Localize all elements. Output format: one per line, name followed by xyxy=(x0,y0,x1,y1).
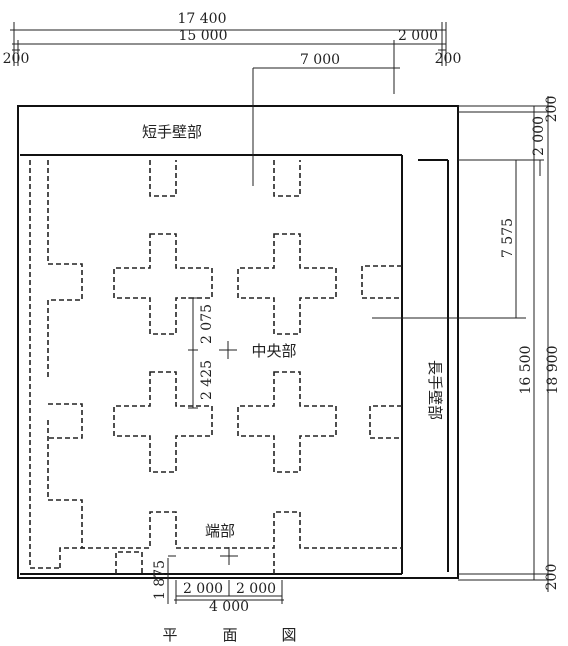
left-dashed-boundary xyxy=(29,160,60,569)
top-stub-2 xyxy=(273,160,301,197)
dim-right-segment: 2 000 xyxy=(398,28,438,44)
dim-overall-height: 18 900 xyxy=(545,346,561,395)
dim-left-wall: 200 xyxy=(3,51,30,67)
dim-bottom-wall-right: 200 xyxy=(544,564,560,591)
label-center: 中央部 xyxy=(251,342,296,360)
left-half-cross-1 xyxy=(48,263,83,301)
label-end: 端部 xyxy=(205,522,235,540)
top-stub-1 xyxy=(149,160,177,197)
cross-2 xyxy=(237,233,337,335)
dim-end-right: 2 000 xyxy=(236,581,276,597)
dim-end-total: 4 000 xyxy=(209,599,249,615)
right-dimension-lines xyxy=(372,96,552,592)
dim-inner-height: 16 500 xyxy=(518,346,534,395)
title-char-2: 面 xyxy=(222,626,237,644)
label-long-wall: 長手壁部 xyxy=(426,360,444,420)
outer-wall xyxy=(17,105,459,579)
dim-overall-width: 17 400 xyxy=(178,11,227,27)
end-marker xyxy=(220,547,238,565)
cross-1 xyxy=(113,233,213,335)
title-char-3: 図 xyxy=(281,626,296,644)
dim-inner-width: 15 000 xyxy=(179,28,228,44)
cross-4 xyxy=(237,371,337,473)
bottom-dimension-lines xyxy=(167,555,284,604)
cross-3 xyxy=(113,371,213,473)
center-marker xyxy=(219,341,237,359)
dim-center-offset: 7 575 xyxy=(500,218,516,258)
dim-short-wall-depth: 2 000 xyxy=(531,116,547,156)
center-dimension-line xyxy=(188,297,198,409)
right-half-cross-1 xyxy=(361,265,402,299)
dim-to-center: 7 000 xyxy=(300,52,340,68)
label-short-wall: 短手壁部 xyxy=(142,123,202,141)
long-wall-inner-line xyxy=(418,159,449,572)
bottom-end-outline xyxy=(48,499,402,549)
left-half-cross-2 xyxy=(48,403,83,439)
dim-center-up: 2 075 xyxy=(199,304,215,344)
right-half-cross-2 xyxy=(369,405,402,439)
bottom-stub-left xyxy=(59,547,86,568)
dim-end-left: 2 000 xyxy=(183,581,223,597)
title-char-1: 平 xyxy=(162,626,177,644)
bottom-stub-mid xyxy=(115,551,143,574)
short-wall-inner-line xyxy=(20,154,403,575)
dim-top-wall-right: 200 xyxy=(544,96,560,123)
dim-right-wall: 200 xyxy=(435,51,462,67)
top-dimension-lines xyxy=(10,22,447,186)
dim-end-offset: 1 875 xyxy=(152,560,168,600)
dim-center-down: 2 425 xyxy=(199,360,215,400)
